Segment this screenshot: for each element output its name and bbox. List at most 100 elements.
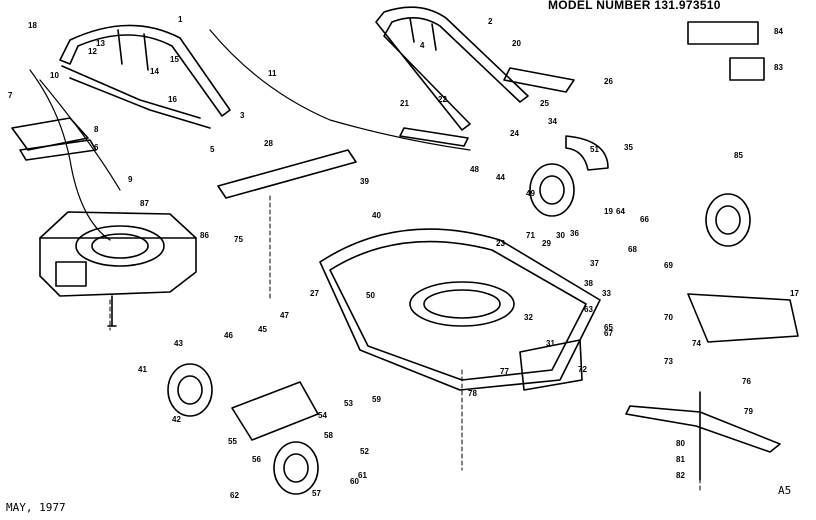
callout-68: 68 bbox=[628, 245, 637, 254]
callout-15: 15 bbox=[170, 55, 179, 64]
callout-83: 83 bbox=[774, 63, 783, 72]
model-number-label: MODEL NUMBER 131.973510 bbox=[548, 0, 721, 12]
callout-50: 50 bbox=[366, 291, 375, 300]
callout-76: 76 bbox=[742, 377, 751, 386]
callout-70: 70 bbox=[664, 313, 673, 322]
guide-lines bbox=[109, 195, 701, 491]
page-code-label: A5 bbox=[778, 484, 792, 497]
callout-37: 37 bbox=[590, 259, 599, 268]
callout-38: 38 bbox=[584, 279, 593, 288]
callout-81: 81 bbox=[676, 455, 685, 464]
callout-74: 74 bbox=[692, 339, 701, 348]
callout-45: 45 bbox=[258, 325, 267, 334]
mower-deck bbox=[319, 228, 601, 391]
callout-39: 39 bbox=[360, 177, 369, 186]
callout-3: 3 bbox=[240, 111, 245, 120]
wheel-front-left bbox=[273, 441, 319, 495]
parts-box-84 bbox=[687, 21, 759, 45]
callout-87: 87 bbox=[140, 199, 149, 208]
callout-29: 29 bbox=[542, 239, 551, 248]
callout-34: 34 bbox=[548, 117, 557, 126]
callout-82: 82 bbox=[676, 471, 685, 480]
callout-78: 78 bbox=[468, 389, 477, 398]
callout-4: 4 bbox=[420, 41, 425, 50]
control-cables bbox=[29, 29, 471, 241]
callout-66: 66 bbox=[640, 215, 649, 224]
wheel-rear-right bbox=[529, 163, 575, 217]
callout-10: 10 bbox=[50, 71, 59, 80]
discharge-chute bbox=[687, 293, 799, 343]
callout-18: 18 bbox=[28, 21, 37, 30]
callout-6: 6 bbox=[94, 143, 99, 152]
callout-7: 7 bbox=[8, 91, 13, 100]
callout-17: 17 bbox=[790, 289, 799, 298]
callout-25: 25 bbox=[540, 99, 549, 108]
wheel-rear-left bbox=[167, 363, 213, 417]
upper-handle-left bbox=[59, 24, 231, 129]
callout-62: 62 bbox=[230, 491, 239, 500]
callout-42: 42 bbox=[172, 415, 181, 424]
callout-13: 13 bbox=[96, 39, 105, 48]
callout-43: 43 bbox=[174, 339, 183, 348]
callout-52: 52 bbox=[360, 447, 369, 456]
callout-27: 27 bbox=[310, 289, 319, 298]
engine bbox=[39, 211, 197, 327]
callout-12: 12 bbox=[88, 47, 97, 56]
callout-73: 73 bbox=[664, 357, 673, 366]
callout-85: 85 bbox=[734, 151, 743, 160]
blade bbox=[625, 391, 781, 481]
callout-35: 35 bbox=[624, 143, 633, 152]
callout-9: 9 bbox=[128, 175, 133, 184]
callout-8: 8 bbox=[94, 125, 99, 134]
callout-20: 20 bbox=[512, 39, 521, 48]
callout-55: 55 bbox=[228, 437, 237, 446]
rear-wheel-cover bbox=[565, 135, 609, 171]
callout-54: 54 bbox=[318, 411, 327, 420]
callout-56: 56 bbox=[252, 455, 261, 464]
callout-47: 47 bbox=[280, 311, 289, 320]
callout-75: 75 bbox=[234, 235, 243, 244]
callout-40: 40 bbox=[372, 211, 381, 220]
callout-21: 21 bbox=[400, 99, 409, 108]
callout-22: 22 bbox=[438, 95, 447, 104]
callout-53: 53 bbox=[344, 399, 353, 408]
callout-72: 72 bbox=[578, 365, 587, 374]
callout-86: 86 bbox=[200, 231, 209, 240]
callout-77: 77 bbox=[500, 367, 509, 376]
callout-19: 19 bbox=[604, 207, 613, 216]
callout-80: 80 bbox=[676, 439, 685, 448]
callout-64: 64 bbox=[616, 207, 625, 216]
callout-59: 59 bbox=[372, 395, 381, 404]
rear-guard bbox=[231, 381, 319, 441]
callout-36: 36 bbox=[570, 229, 579, 238]
wheel-front-right bbox=[705, 193, 751, 247]
callout-28: 28 bbox=[264, 139, 273, 148]
callout-61: 61 bbox=[358, 471, 367, 480]
callout-41: 41 bbox=[138, 365, 147, 374]
callout-26: 26 bbox=[604, 77, 613, 86]
callout-71: 71 bbox=[526, 231, 535, 240]
upper-handle-right bbox=[375, 6, 529, 131]
callout-31: 31 bbox=[546, 339, 555, 348]
callout-46: 46 bbox=[224, 331, 233, 340]
callout-49: 49 bbox=[526, 189, 535, 198]
parts-box-83 bbox=[729, 57, 765, 81]
callout-32: 32 bbox=[524, 313, 533, 322]
callout-44: 44 bbox=[496, 173, 505, 182]
callout-1: 1 bbox=[178, 15, 183, 24]
callout-23: 23 bbox=[496, 239, 505, 248]
callout-33: 33 bbox=[602, 289, 611, 298]
callout-84: 84 bbox=[774, 27, 783, 36]
callout-16: 16 bbox=[168, 95, 177, 104]
callout-2: 2 bbox=[488, 17, 493, 26]
callout-48: 48 bbox=[470, 165, 479, 174]
callout-69: 69 bbox=[664, 261, 673, 270]
callout-57: 57 bbox=[312, 489, 321, 498]
callout-5: 5 bbox=[210, 145, 215, 154]
callout-79: 79 bbox=[744, 407, 753, 416]
callout-63: 63 bbox=[584, 305, 593, 314]
callout-51: 51 bbox=[590, 145, 599, 154]
